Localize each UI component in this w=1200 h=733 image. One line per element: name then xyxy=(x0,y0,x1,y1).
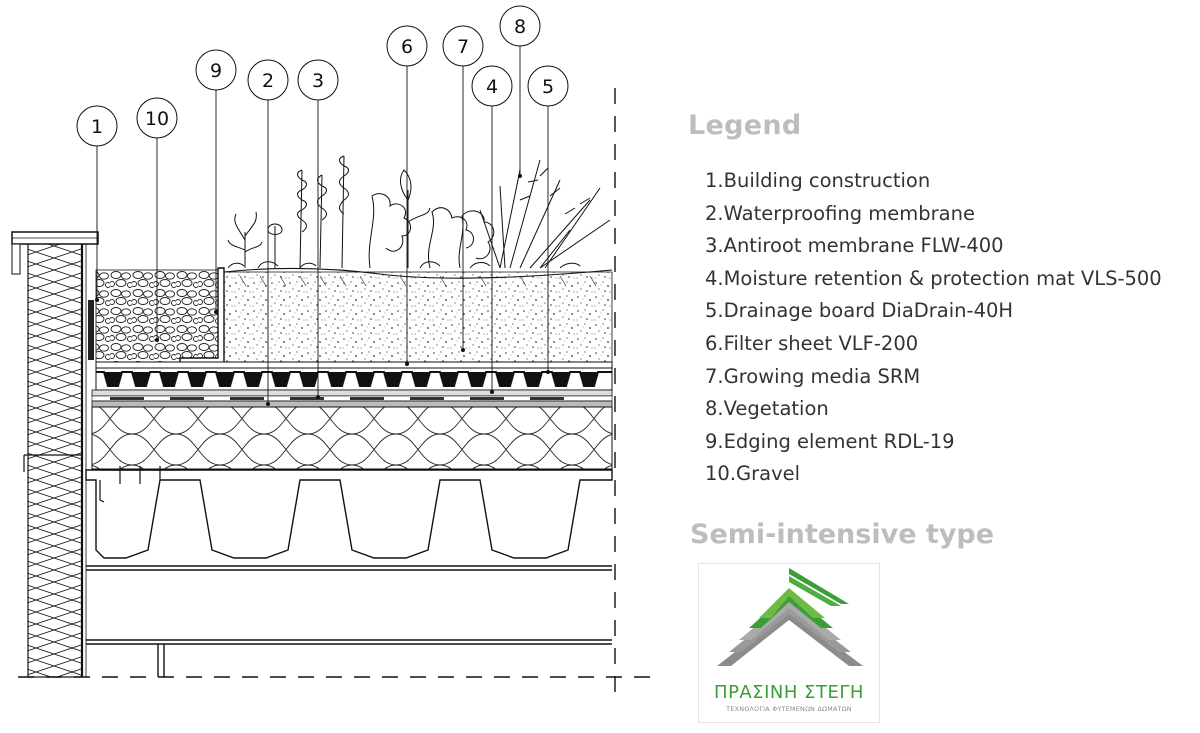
legend-item: 1.Building construction xyxy=(705,169,931,192)
callout-7: 7 xyxy=(442,25,484,67)
roof-type-label: Semi-intensive type xyxy=(690,519,995,550)
callout-4: 4 xyxy=(471,65,513,107)
callout-3: 3 xyxy=(297,59,339,101)
parapet-wall xyxy=(11,231,99,678)
legend-list: 1.Building construction 2.Waterproofing … xyxy=(705,168,1162,494)
legend-item: 8.Vegetation xyxy=(705,397,829,421)
logo-stack-icon xyxy=(717,568,863,666)
callout-5: 5 xyxy=(527,65,569,107)
svg-text:2: 2 xyxy=(262,70,274,92)
soil-surface-hatch xyxy=(239,275,597,287)
legend-item: 10.Gravel xyxy=(705,462,801,486)
legend-item: 5.Drainage board DiaDrain-40H xyxy=(705,299,1014,323)
vegetation xyxy=(227,155,611,269)
callout-6: 6 xyxy=(386,25,428,67)
svg-text:9: 9 xyxy=(210,60,222,82)
roof-section-drawing: 1 10 9 2 3 6 7 4 8 5 xyxy=(11,5,660,700)
growing-media-layer xyxy=(223,271,613,363)
leader-dots xyxy=(95,174,550,406)
logo-tagline: ΤΕΧΝΟΛΟΓΙΑ ΦΥΤΕΜΕΝΩΝ ΔΩΜΑΤΩΝ xyxy=(726,706,852,713)
callout-8: 8 xyxy=(499,5,541,47)
svg-text:7: 7 xyxy=(457,36,469,58)
svg-text:10: 10 xyxy=(145,108,169,130)
leader-lines xyxy=(96,46,549,404)
legend-item: 6.Filter sheet VLF-200 xyxy=(705,331,919,355)
membrane-layers xyxy=(91,389,613,408)
svg-text:1: 1 xyxy=(91,116,103,138)
filter-sheet-layer xyxy=(95,361,613,369)
svg-text:3: 3 xyxy=(312,70,324,92)
logo-name: ΠΡΑΣΙΝΗ ΣΤΕΓΗ xyxy=(714,682,864,703)
callout-10: 10 xyxy=(136,97,178,139)
deck-fasteners xyxy=(99,466,180,503)
callout-1: 1 xyxy=(76,105,118,147)
legend-item: 2.Waterproofing membrane xyxy=(705,201,975,225)
legend-item: 7.Growing media SRM xyxy=(705,364,921,388)
svg-text:4: 4 xyxy=(486,76,498,98)
structural-deck xyxy=(85,469,613,677)
svg-text:5: 5 xyxy=(542,76,554,98)
legend-item: 4.Moisture retention & protection mat VL… xyxy=(705,266,1162,290)
legend-item: 3.Antiroot membrane FLW-400 xyxy=(705,234,1004,258)
drainage-board-layer xyxy=(95,367,613,391)
callout-2: 2 xyxy=(247,59,289,101)
legend-title: Legend xyxy=(688,110,802,141)
roof-insulation-layer xyxy=(91,406,613,470)
company-logo: ΠΡΑΣΙΝΗ ΣΤΕΓΗ ΤΕΧΝΟΛΟΓΙΑ ΦΥΤΕΜΕΝΩΝ ΔΩΜΑΤ… xyxy=(698,563,880,723)
svg-text:8: 8 xyxy=(514,16,526,38)
callout-9: 9 xyxy=(195,49,237,91)
legend-item: 9.Edging element RDL-19 xyxy=(705,429,955,453)
svg-text:6: 6 xyxy=(401,36,413,58)
